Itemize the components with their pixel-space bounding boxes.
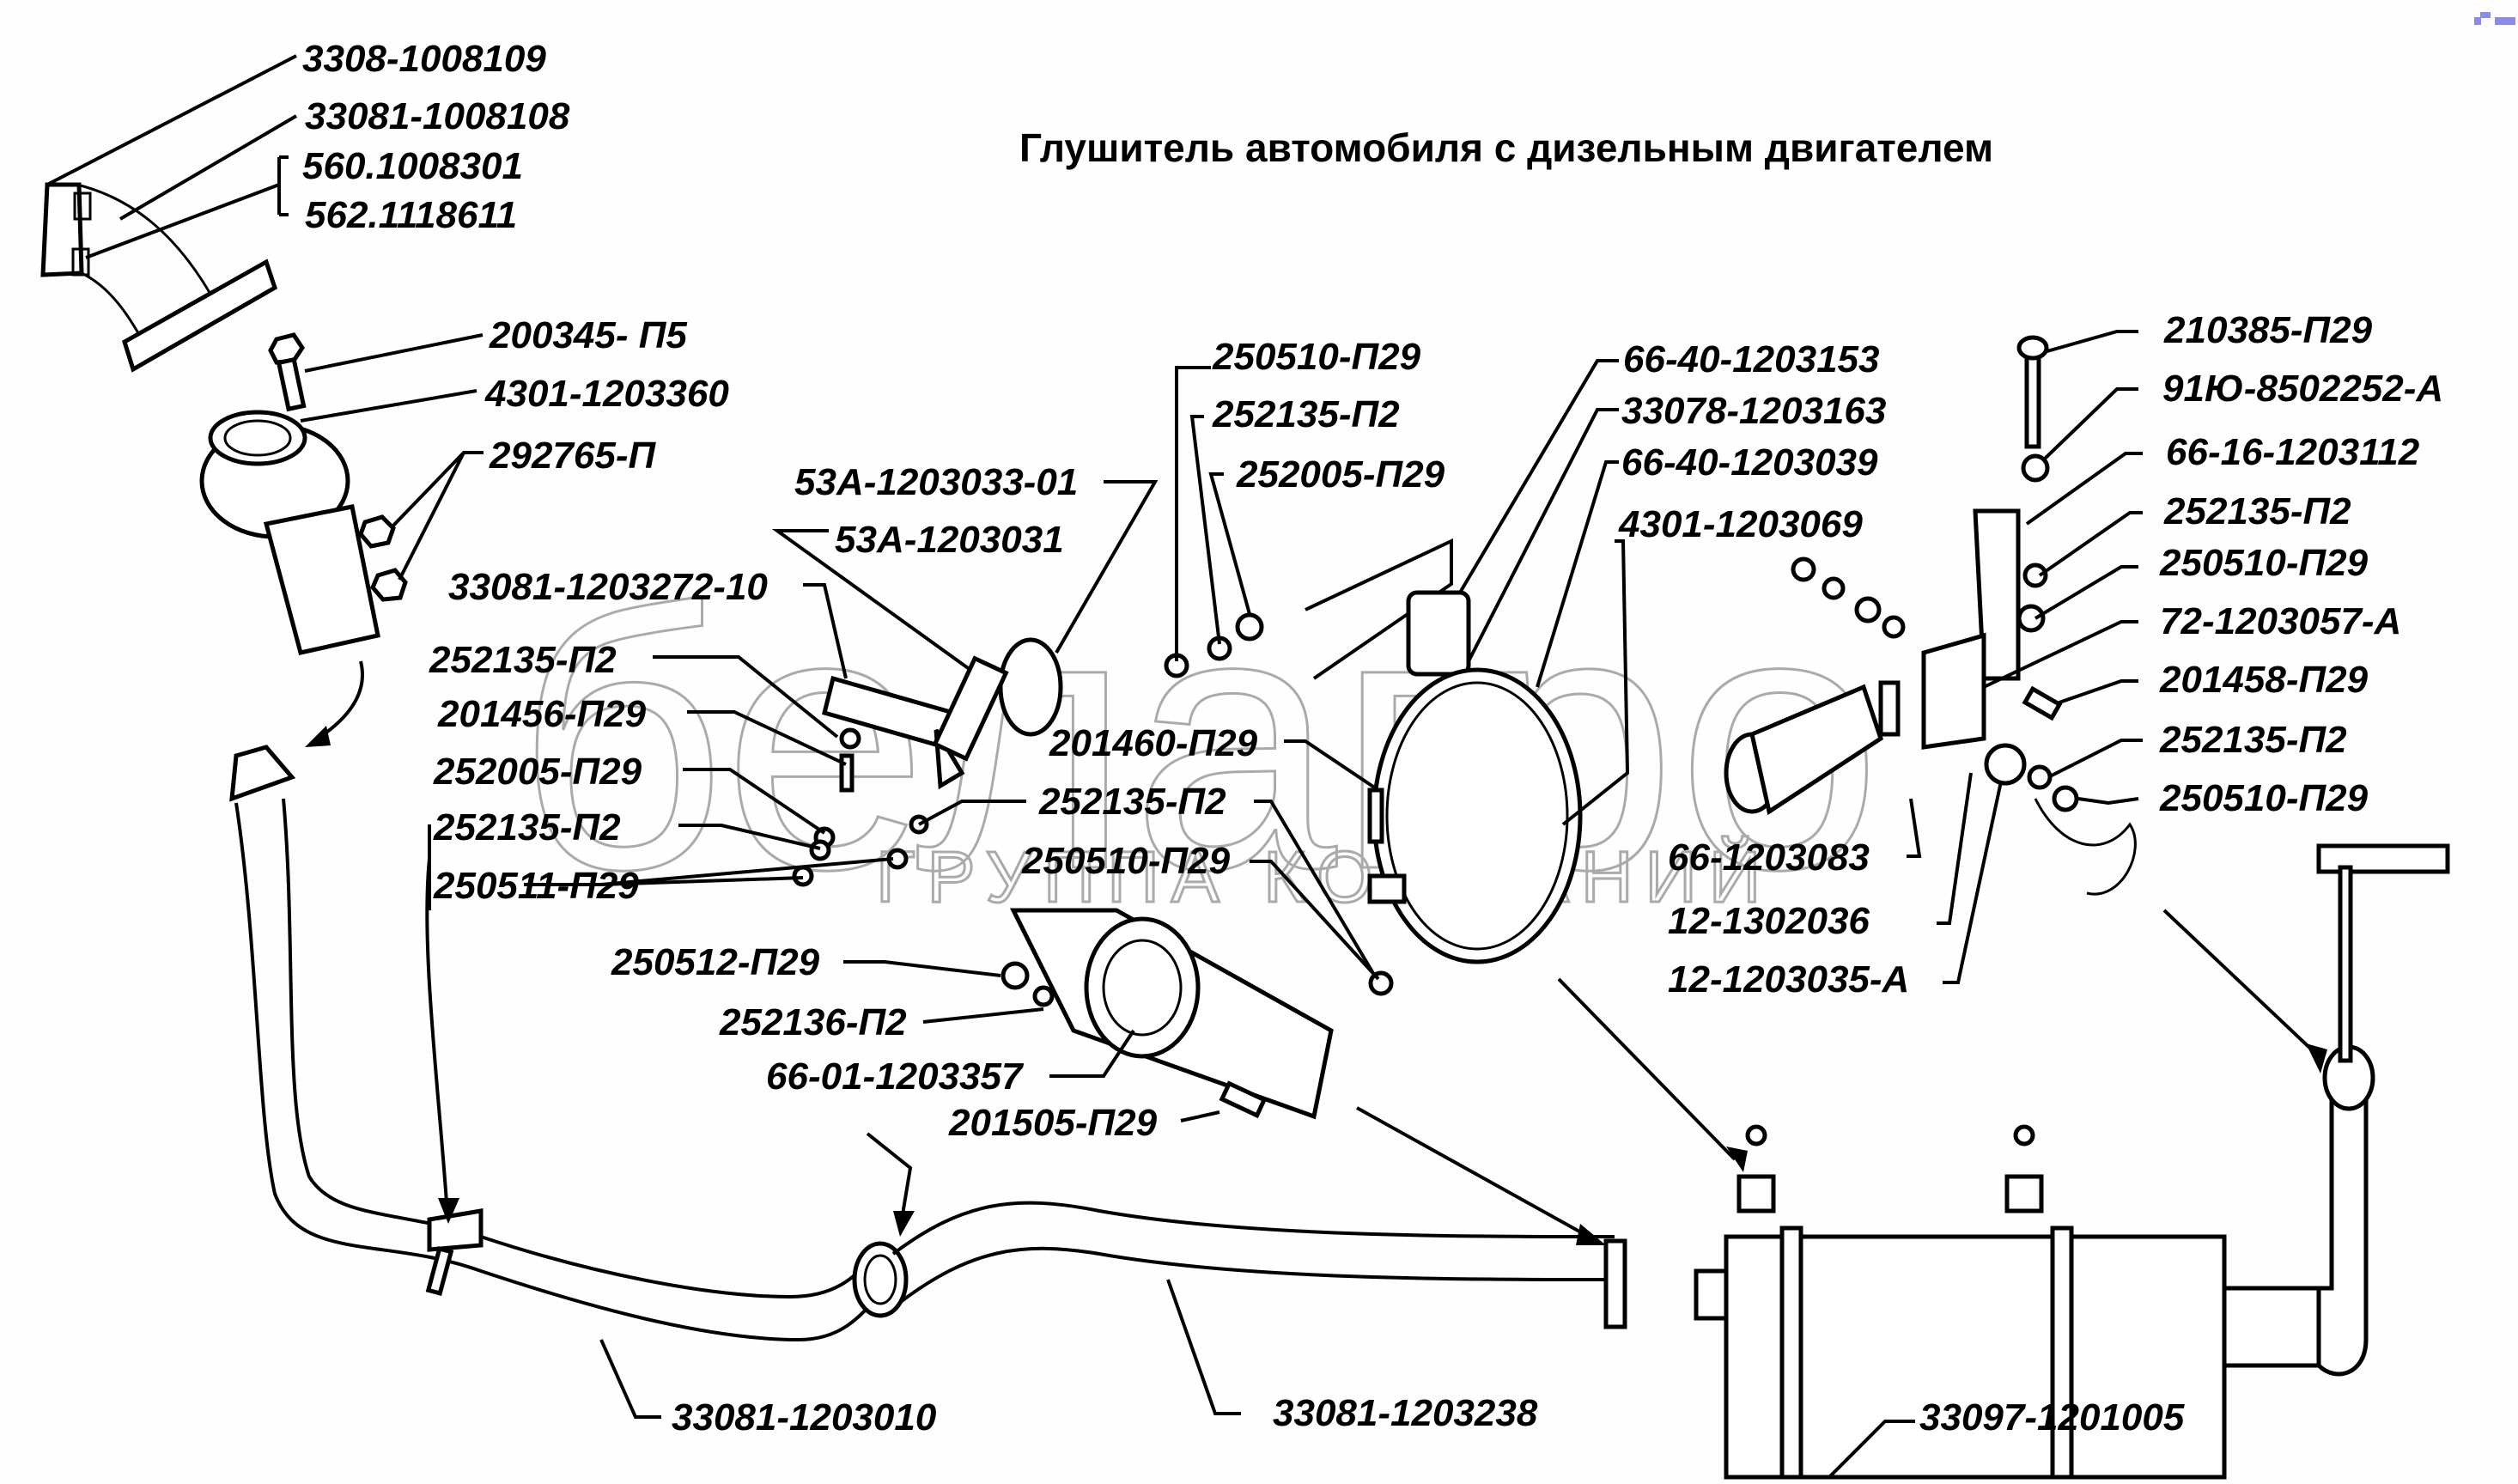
part-label[interactable]: 33081-1008108 [305,95,570,137]
arrow-head-icon [893,1211,915,1237]
part-label[interactable]: 252135-П2 [2159,719,2347,761]
manifold-fragment [40,182,278,373]
part-label[interactable]: 560.1008301 [302,145,523,187]
part-label[interactable]: 250511-П29 [433,865,639,907]
leader-lines [46,54,2143,1479]
bracket-assembly [792,637,1063,887]
part-label[interactable]: 200345- П5 [489,314,687,356]
part-label[interactable]: 252136-П2 [719,1001,907,1043]
part-label[interactable]: 3308-1008109 [302,38,546,80]
part-label[interactable]: 250510-П29 [1021,840,1231,882]
watermark-subtitle: ГРУППА КОМПАНИЙ [876,836,1773,917]
arrow-line [425,858,448,1203]
part-label[interactable]: 252135-П2 [2163,490,2351,532]
arrow-line [1557,977,1736,1161]
arrow-head-icon [2306,1043,2327,1073]
bolt-200345 [268,332,307,412]
part-label[interactable]: 252005-П29 [1236,453,1445,496]
part-label[interactable]: 252135-П2 [429,639,617,681]
corner-dots-icon [2474,12,2515,25]
part-label[interactable]: 201460-П29 [1049,722,1258,764]
part-label[interactable]: 250510-П29 [1212,336,1421,378]
muffler [1694,843,2450,1480]
arrow-line [866,1132,913,1220]
part-label[interactable]: 252005-П29 [433,751,642,793]
part-label[interactable]: 33081-1203010 [672,1396,937,1438]
part-label[interactable]: 66-40-1203039 [1621,441,1878,484]
part-label[interactable]: 66-1203083 [1668,836,1870,879]
part-label[interactable]: 33081-1203238 [1273,1392,1538,1434]
pipe-33081-1203238 [891,1201,1627,1329]
part-label[interactable]: 66-01-1203357 [766,1055,1025,1098]
arrow-head-icon [1576,1224,1606,1245]
part-label[interactable]: 33078-1203163 [1621,390,1886,432]
arrow-line [316,660,364,740]
flange-pipe [199,410,408,655]
part-label[interactable]: 201456-П29 [437,693,647,735]
arrow-head-icon [305,726,331,747]
part-label[interactable]: 201505-П29 [948,1102,1158,1144]
part-label[interactable]: 66-40-1203153 [1623,338,1879,380]
part-label[interactable]: 252135-П2 [1038,781,1226,823]
part-labels: 3308-1008109 33081-1008108 560.1008301 5… [302,38,2443,1438]
flange-clamp-assembly [1001,908,1334,1120]
heat-shield-pipe-assembly [1724,335,2137,896]
part-label[interactable]: 33081-1203272-10 [448,566,768,608]
part-label[interactable]: 201458-П29 [2159,659,2369,701]
part-label[interactable]: 250510-П29 [2159,777,2369,819]
part-label[interactable]: 53А-1203031 [835,519,1064,561]
part-label[interactable]: 562.1118611 [305,194,517,236]
part-label[interactable]: 250510-П29 [2159,542,2369,584]
part-label[interactable]: 53А-1203033-01 [794,461,1078,503]
diagram-title: Глушитель автомобиля с дизельным двигате… [1019,125,1993,170]
joint-ring [852,1241,909,1318]
arrow-head-icon [1726,1146,1748,1172]
part-label[interactable]: 4301-1203069 [1618,503,1863,545]
arrow-head-icon [438,1198,459,1224]
downpipe-33081-1203010 [229,745,895,1342]
part-label[interactable]: 12-1302036 [1668,900,1870,942]
arrow-line [2162,909,2320,1058]
part-label[interactable]: 66-16-1203112 [2166,431,2420,473]
arrow-line [1356,1106,1590,1238]
part-label[interactable]: 12-1203035-А [1668,958,1909,1000]
part-label[interactable]: 4301-1203360 [484,373,729,415]
part-label[interactable]: 91Ю-8502252-А [2162,368,2443,410]
part-label[interactable]: 72-1203057-А [2160,600,2401,642]
part-label[interactable]: 33097-1201005 [1919,1396,2185,1438]
part-label[interactable]: 292765-П [489,435,656,477]
part-label[interactable]: 252135-П2 [433,806,621,848]
part-label[interactable]: 252135-П2 [1212,393,1400,435]
part-label[interactable]: 210385-П29 [2163,309,2373,351]
part-label[interactable]: 250512-П29 [611,941,820,983]
